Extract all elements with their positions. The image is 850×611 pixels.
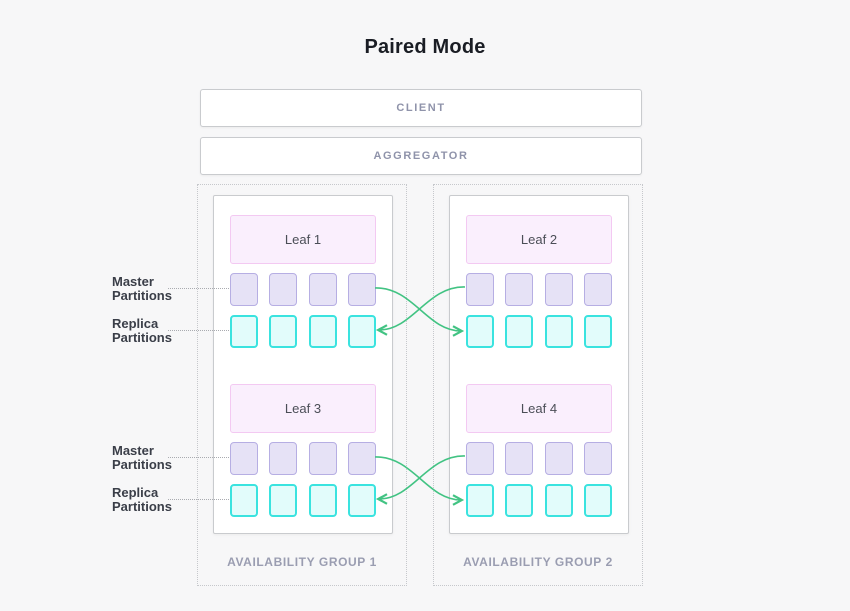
replica-partitions-row [230, 315, 376, 348]
leader-line-master-2 [168, 457, 229, 458]
aggregator-box: AGGREGATOR [200, 137, 642, 175]
replica-partition [544, 315, 573, 348]
replica-partition [466, 315, 494, 348]
availability-group-2: Leaf 2 Leaf 4 AVAILABILITY GROUP 2 [433, 184, 643, 586]
replica-partition [505, 484, 534, 517]
replica-partition [269, 484, 298, 517]
master-partition [466, 273, 494, 306]
replica-partitions-label: Replica Partitions [112, 485, 172, 514]
leaf-node: Leaf 2 [466, 215, 612, 264]
master-partition [505, 273, 534, 306]
replica-partition [230, 484, 258, 517]
replica-partitions-row [230, 484, 376, 517]
replica-partition [583, 484, 612, 517]
leaf-container-group-1: Leaf 1 Leaf 3 [213, 195, 393, 534]
replica-partition [505, 315, 534, 348]
diagram-title: Paired Mode [364, 36, 486, 58]
master-partition [269, 442, 298, 475]
master-partition [347, 273, 376, 306]
replica-partitions-label: Replica Partitions [112, 316, 172, 345]
availability-group-1: Leaf 1 Leaf 3 AVAILABILITY GROUP 1 [197, 184, 407, 586]
aggregator-label: AGGREGATOR [373, 150, 469, 162]
replica-partition [466, 484, 494, 517]
master-partition [347, 442, 376, 475]
replica-partitions-row [466, 315, 612, 348]
availability-group-2-label: AVAILABILITY GROUP 2 [463, 555, 613, 569]
replica-partition [308, 315, 337, 348]
master-partition [308, 273, 337, 306]
master-partition [269, 273, 298, 306]
availability-group-1-label: AVAILABILITY GROUP 1 [227, 555, 377, 569]
leaf-container-group-2: Leaf 2 Leaf 4 [449, 195, 629, 534]
master-partitions-label: Master Partitions [112, 443, 172, 472]
leaf-node: Leaf 4 [466, 384, 612, 433]
replica-partition [347, 315, 376, 348]
replica-partition [230, 315, 258, 348]
master-partitions-row [466, 273, 612, 306]
replica-partitions-row [466, 484, 612, 517]
master-partition [505, 442, 534, 475]
leader-line-replica-2 [168, 499, 229, 500]
master-partition [583, 273, 612, 306]
master-partition [230, 273, 258, 306]
master-partitions-row [230, 273, 376, 306]
replica-partition [308, 484, 337, 517]
client-box: CLIENT [200, 89, 642, 127]
replica-partition [544, 484, 573, 517]
replica-partition [583, 315, 612, 348]
leaf-node: Leaf 3 [230, 384, 376, 433]
replica-partition [269, 315, 298, 348]
master-partition [230, 442, 258, 475]
master-partitions-row [230, 442, 376, 475]
client-label: CLIENT [396, 102, 446, 114]
leader-line-master-1 [168, 288, 229, 289]
master-partition [544, 442, 573, 475]
master-partitions-label: Master Partitions [112, 274, 172, 303]
master-partition [583, 442, 612, 475]
master-partition [308, 442, 337, 475]
replica-partition [347, 484, 376, 517]
master-partition [466, 442, 494, 475]
leader-line-replica-1 [168, 330, 229, 331]
master-partitions-row [466, 442, 612, 475]
master-partition [544, 273, 573, 306]
leaf-node: Leaf 1 [230, 215, 376, 264]
